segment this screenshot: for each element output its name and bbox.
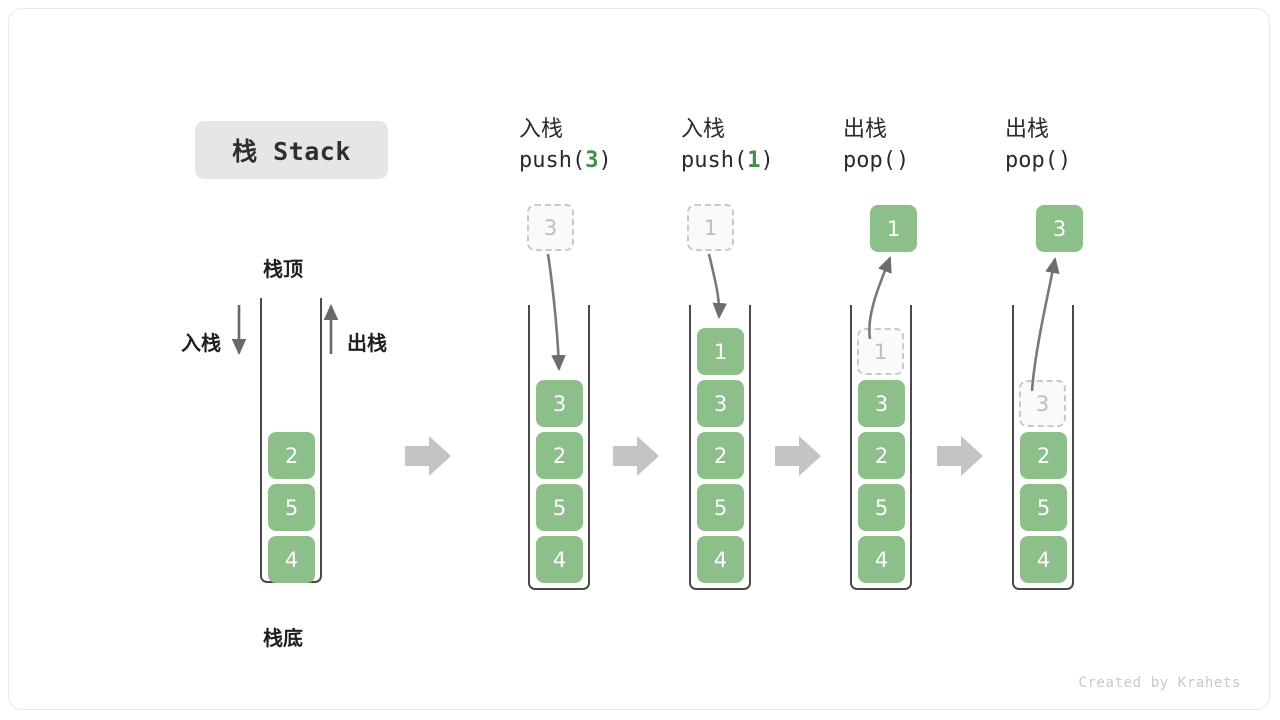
stack-cell: 2 [858,432,905,479]
popped-cell: 3 [1036,205,1083,252]
column-header-cn: 出栈 [843,117,888,142]
column-header-code: pop() [843,148,910,174]
stack-cell: 3 [536,380,583,427]
column-header-push-1: 入栈 push(1) [681,114,851,176]
stack-cell: 4 [1020,536,1067,583]
stack-cell: 3 [858,380,905,427]
pop-side-label: 出栈 [347,331,387,355]
column-header-code: push(1) [681,148,774,174]
stack-cell: 3 [697,380,744,427]
stack-cell: 2 [268,432,315,479]
stack-cell: 4 [697,536,744,583]
column-header-pop-1: 出栈 pop() [843,114,1013,176]
stack-tube [850,305,912,590]
column-header-cn: 入栈 [681,117,726,142]
stack-top-label: 栈顶 [263,257,303,281]
stack-cell: 5 [536,484,583,531]
stack-tube [1012,305,1074,590]
flow-arrow-3 [775,436,821,476]
diagram-card: 栈 Stack 栈顶 栈底 入栈 出栈 入栈 push(3) 入栈 push(1… [8,8,1270,710]
column-header-push-3: 入栈 push(3) [519,114,689,176]
popped-cell: 1 [870,205,917,252]
column-header-cn: 出栈 [1005,117,1050,142]
stack-cell: 5 [1020,484,1067,531]
stack-cell: 5 [697,484,744,531]
stack-cell: 2 [697,432,744,479]
flow-arrow-1 [405,436,451,476]
column-header-code: push(3) [519,148,612,174]
stack-tube [528,305,590,590]
stack-cell: 4 [858,536,905,583]
stack-cell: 2 [1020,432,1067,479]
incoming-ghost-cell: 1 [687,204,734,251]
column-header-pop-3: 出栈 pop() [1005,114,1175,176]
flow-arrow-2 [613,436,659,476]
vacated-ghost-cell: 1 [857,328,904,375]
stack-cell: 5 [268,484,315,531]
stack-cell: 5 [858,484,905,531]
stack-cell: 4 [536,536,583,583]
incoming-ghost-cell: 3 [527,204,574,251]
column-header-cn: 入栈 [519,117,564,142]
diagram-title: 栈 Stack [195,121,388,179]
column-header-code: pop() [1005,148,1072,174]
push-side-label: 入栈 [181,331,221,355]
vacated-ghost-cell: 3 [1019,380,1066,427]
flow-arrow-4 [937,436,983,476]
stack-tube [689,305,751,590]
stack-cell: 2 [536,432,583,479]
stack-cell: 4 [268,536,315,583]
credit-text: Created by Krahets [1078,675,1241,691]
stack-bottom-label: 栈底 [263,626,303,650]
stack-cell: 1 [697,328,744,375]
